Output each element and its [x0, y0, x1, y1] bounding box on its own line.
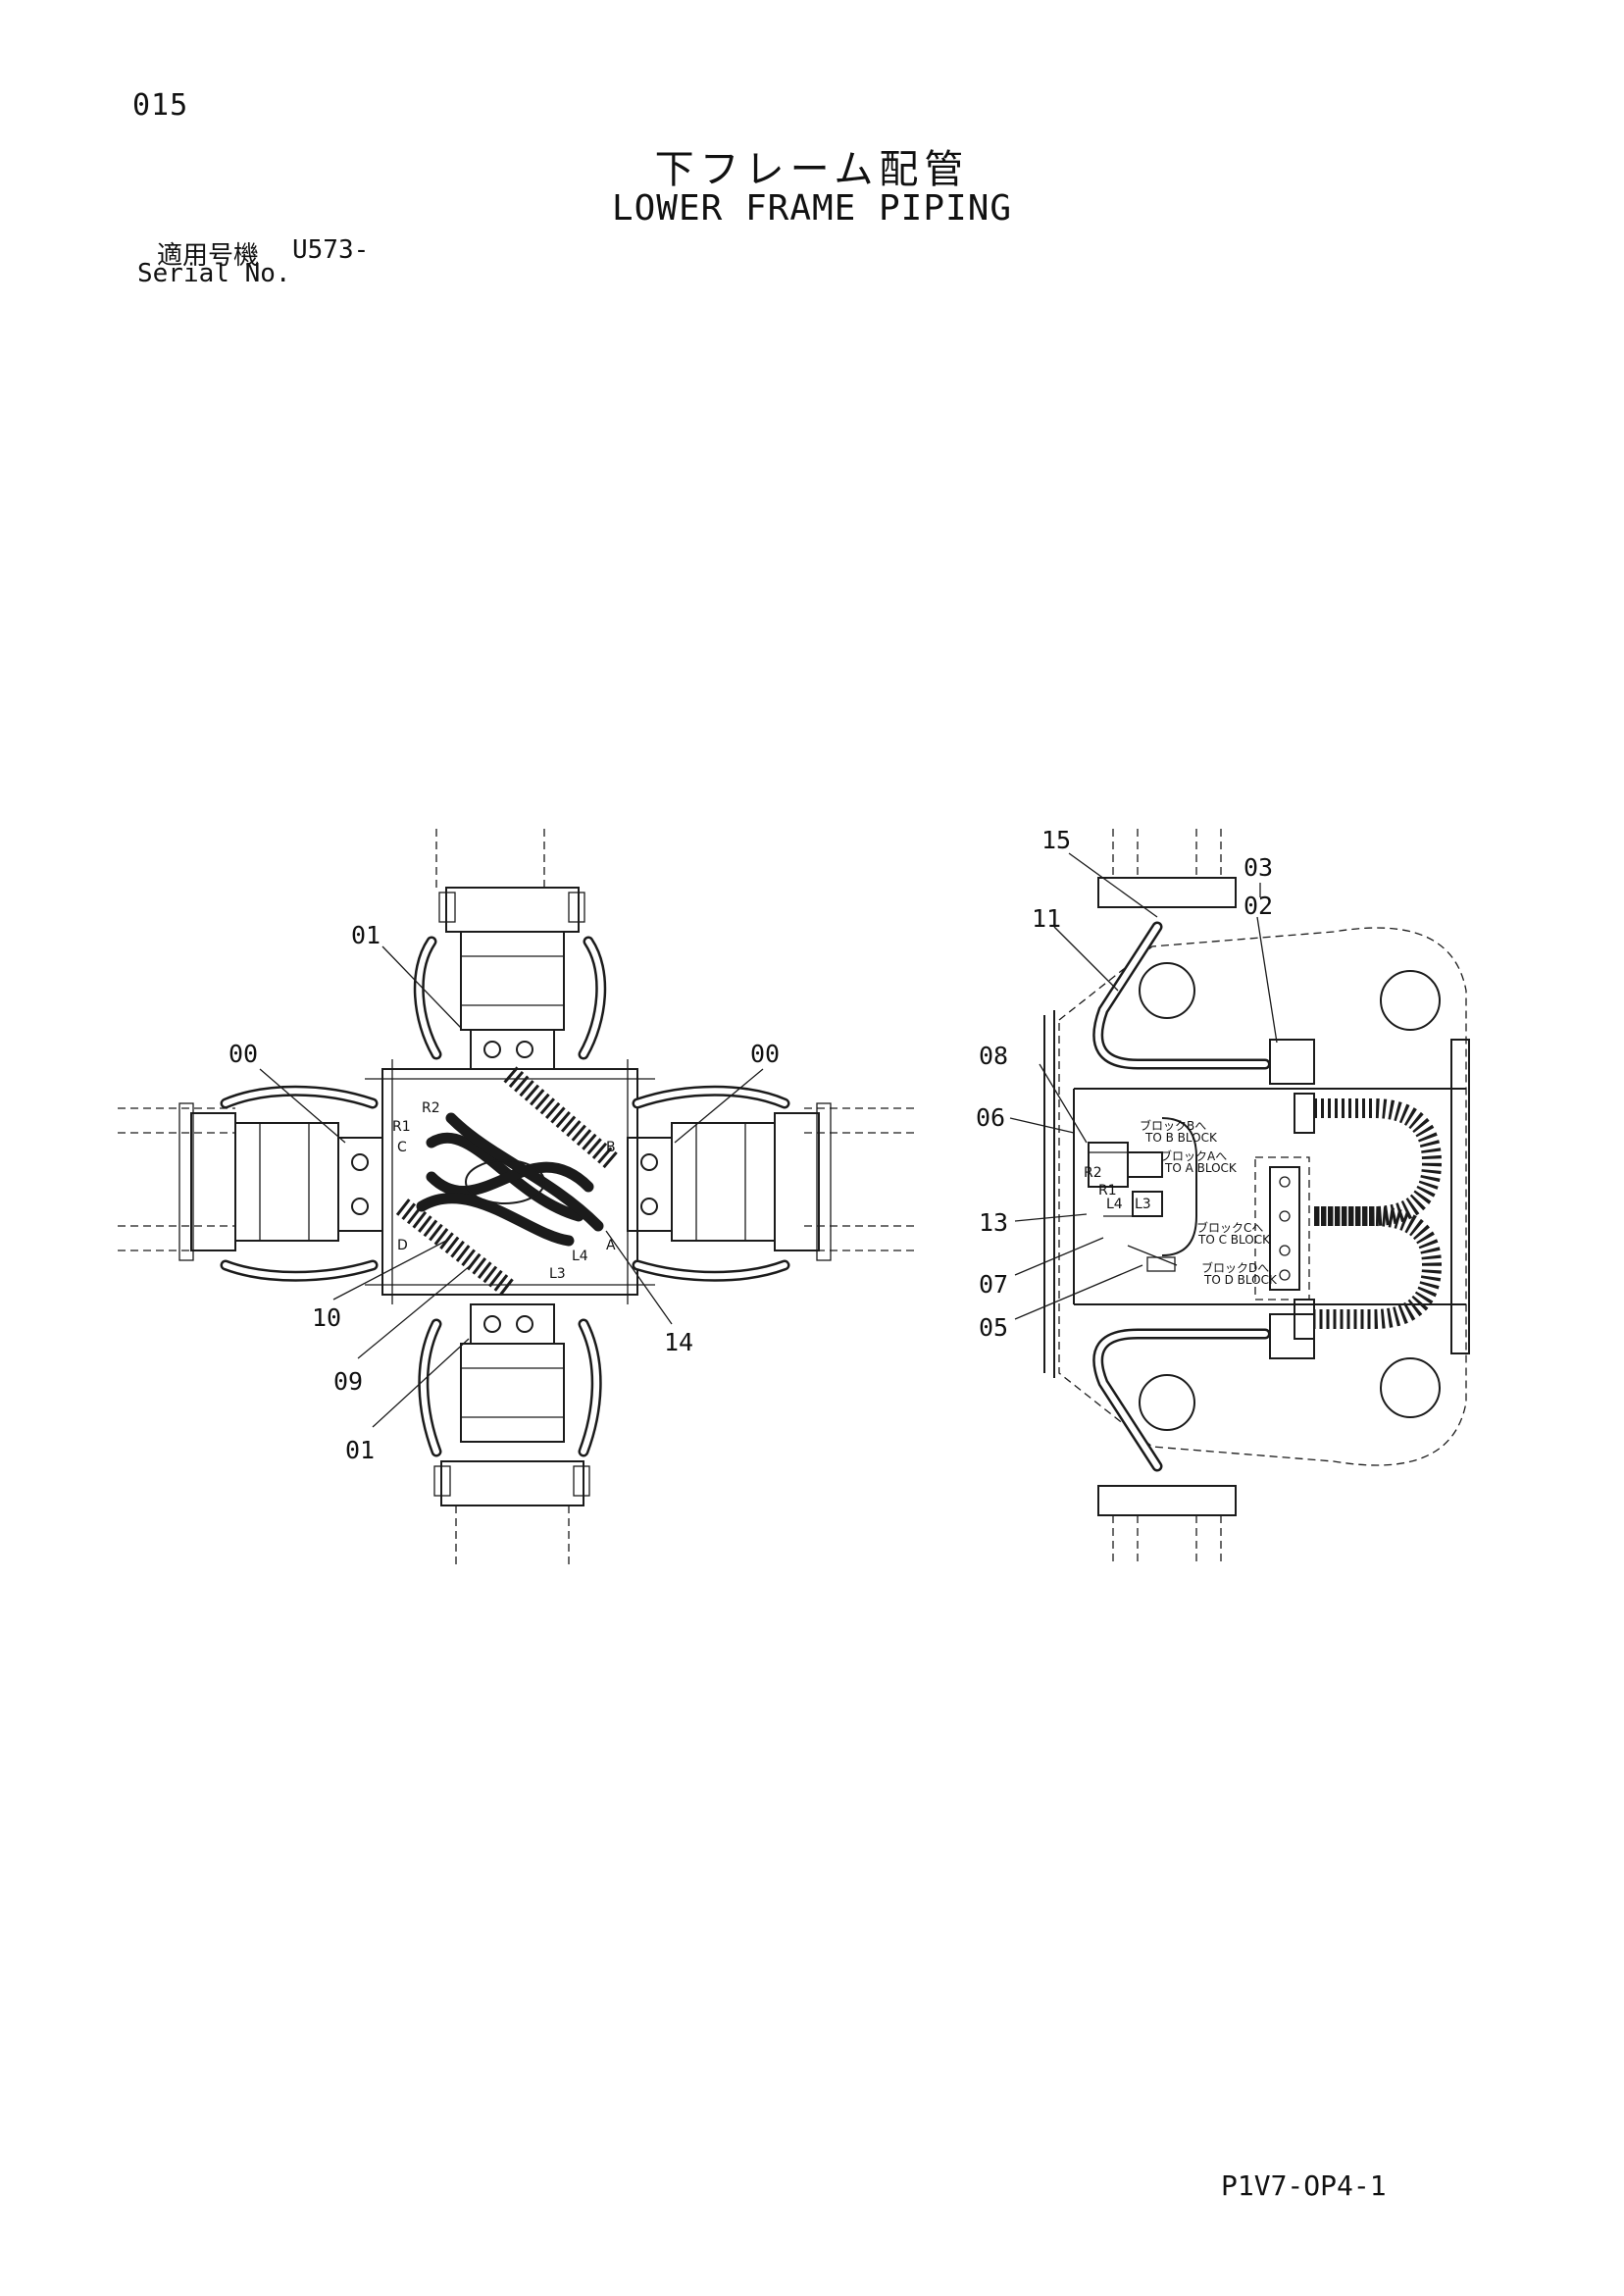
right-view-callouts: 15 11 03 02 08 06 13 07 05 [976, 826, 1278, 1342]
right-port-label-l4: L4 [1106, 1197, 1123, 1212]
page-number: 015 [132, 88, 189, 123]
callout-08: 08 [979, 1042, 1008, 1070]
note-to-a-block-ja: ブロックAへ [1160, 1148, 1227, 1163]
callout-06: 06 [976, 1103, 1005, 1132]
note-to-b-block-en: TO B BLOCK [1144, 1131, 1218, 1145]
callout-01-bottom: 01 [345, 1436, 375, 1464]
callout-03: 03 [1243, 853, 1273, 882]
serial-label-english: Serial No. [137, 259, 291, 288]
port-label-d: D [397, 1238, 408, 1253]
right-port-label-r2: R2 [1084, 1165, 1102, 1181]
page-title-japanese: 下フレーム配管 [654, 147, 970, 192]
right-port-label-l3: L3 [1135, 1197, 1151, 1212]
callout-02: 02 [1243, 892, 1273, 920]
callout-07: 07 [979, 1270, 1008, 1299]
callout-00-left: 00 [228, 1040, 258, 1068]
serial-label-japanese: 適用号機 [157, 241, 260, 271]
callout-05: 05 [979, 1313, 1008, 1342]
note-to-d-block-ja: ブロックDへ [1201, 1260, 1269, 1275]
port-label-a: A [606, 1238, 616, 1253]
note-to-a-block-en: TO A BLOCK [1164, 1161, 1238, 1175]
port-label-b: B [606, 1140, 616, 1155]
note-to-c-block-en: TO C BLOCK [1197, 1233, 1271, 1247]
drawing-code: P1V7-OP4-1 [1221, 2169, 1387, 2202]
left-view-callouts: 01 00 00 10 09 01 14 [228, 921, 780, 1464]
port-label-c: C [397, 1140, 407, 1155]
note-to-b-block-ja: ブロックBへ [1140, 1118, 1206, 1133]
port-label-r2: R2 [422, 1100, 440, 1116]
port-label-l4: L4 [572, 1249, 588, 1264]
note-to-c-block-ja: ブロックCへ [1196, 1220, 1263, 1235]
left-view-drawing [118, 829, 917, 1564]
callout-13: 13 [979, 1208, 1008, 1237]
port-label-r1: R1 [392, 1119, 411, 1135]
callout-00-right: 00 [750, 1040, 780, 1068]
callout-01-top: 01 [351, 921, 381, 949]
callout-15: 15 [1041, 826, 1071, 854]
page-title-english: LOWER FRAME PIPING [611, 188, 1013, 229]
callout-10: 10 [312, 1303, 341, 1332]
right-port-label-r1: R1 [1098, 1183, 1117, 1199]
right-view-drawing [1043, 829, 1470, 1564]
serial-model: U573- [292, 235, 370, 265]
note-to-d-block-en: TO D BLOCK [1203, 1273, 1278, 1287]
port-label-l3: L3 [549, 1266, 566, 1282]
callout-09: 09 [333, 1367, 363, 1396]
callout-11: 11 [1032, 904, 1061, 933]
right-view-port-labels: R2 R1 L4 L3 ブロックBへ TO B BLOCK ブロックAへ TO … [1084, 1118, 1278, 1287]
callout-14: 14 [664, 1328, 693, 1356]
left-view-port-labels: R2 R1 C B D A L4 L3 [392, 1100, 616, 1282]
